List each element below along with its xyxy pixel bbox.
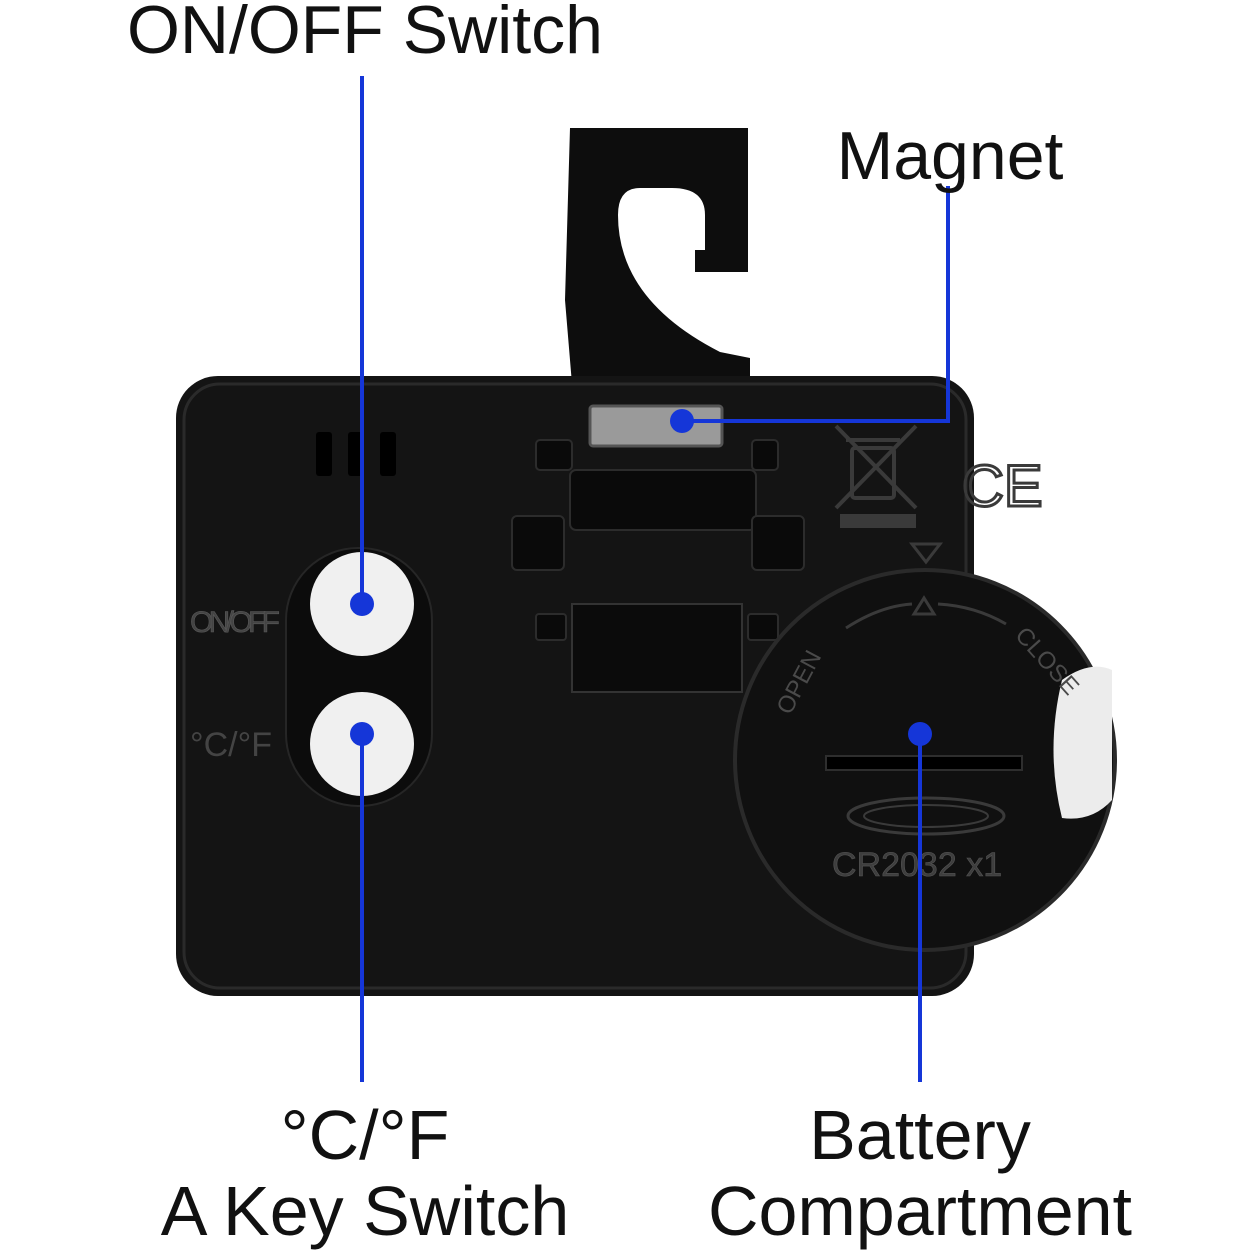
callout-cf-line2: A Key Switch [160,1171,570,1250]
ce-mark-icon: CE [962,454,1043,519]
device-marking-battery: CR2032 x1 [832,846,1002,884]
magnet [588,404,724,448]
lid-slot [825,755,1023,771]
coin-cell-outline-inner [863,804,989,828]
vent-slots [316,432,396,476]
callout-battery-compartment: Battery Compartment [660,1096,1180,1250]
arrow-down-icon [908,542,944,565]
callout-on-off-switch: ON/OFF Switch [126,0,604,68]
device-marking-cf: °C/°F [190,726,272,764]
clip-window [571,603,743,693]
clip-hinge [511,439,805,641]
lid-triangle [911,595,937,616]
pointer-dot-magnet [670,409,694,433]
device-marking-on-off: ON/OFF [190,606,280,639]
pointer-line-magnet [682,186,950,423]
callout-battery-line1: Battery [809,1096,1031,1174]
open-arrow [845,602,913,630]
pointer-dot-cf [350,722,374,746]
hook [565,128,750,420]
pointer-dot-on-off [350,592,374,616]
callout-cf-line1: °C/°F [280,1096,450,1174]
close-arrow [937,602,1007,626]
weee-bin-icon [834,424,918,528]
callout-magnet: Magnet [836,118,1064,194]
callout-battery-line2: Compartment [707,1171,1133,1250]
pointers [350,76,950,1082]
callout-cf-key-switch: °C/°F A Key Switch [120,1096,610,1250]
pointer-dot-battery [908,722,932,746]
battery-tab [1053,666,1112,819]
coin-cell-outline [846,796,1006,836]
